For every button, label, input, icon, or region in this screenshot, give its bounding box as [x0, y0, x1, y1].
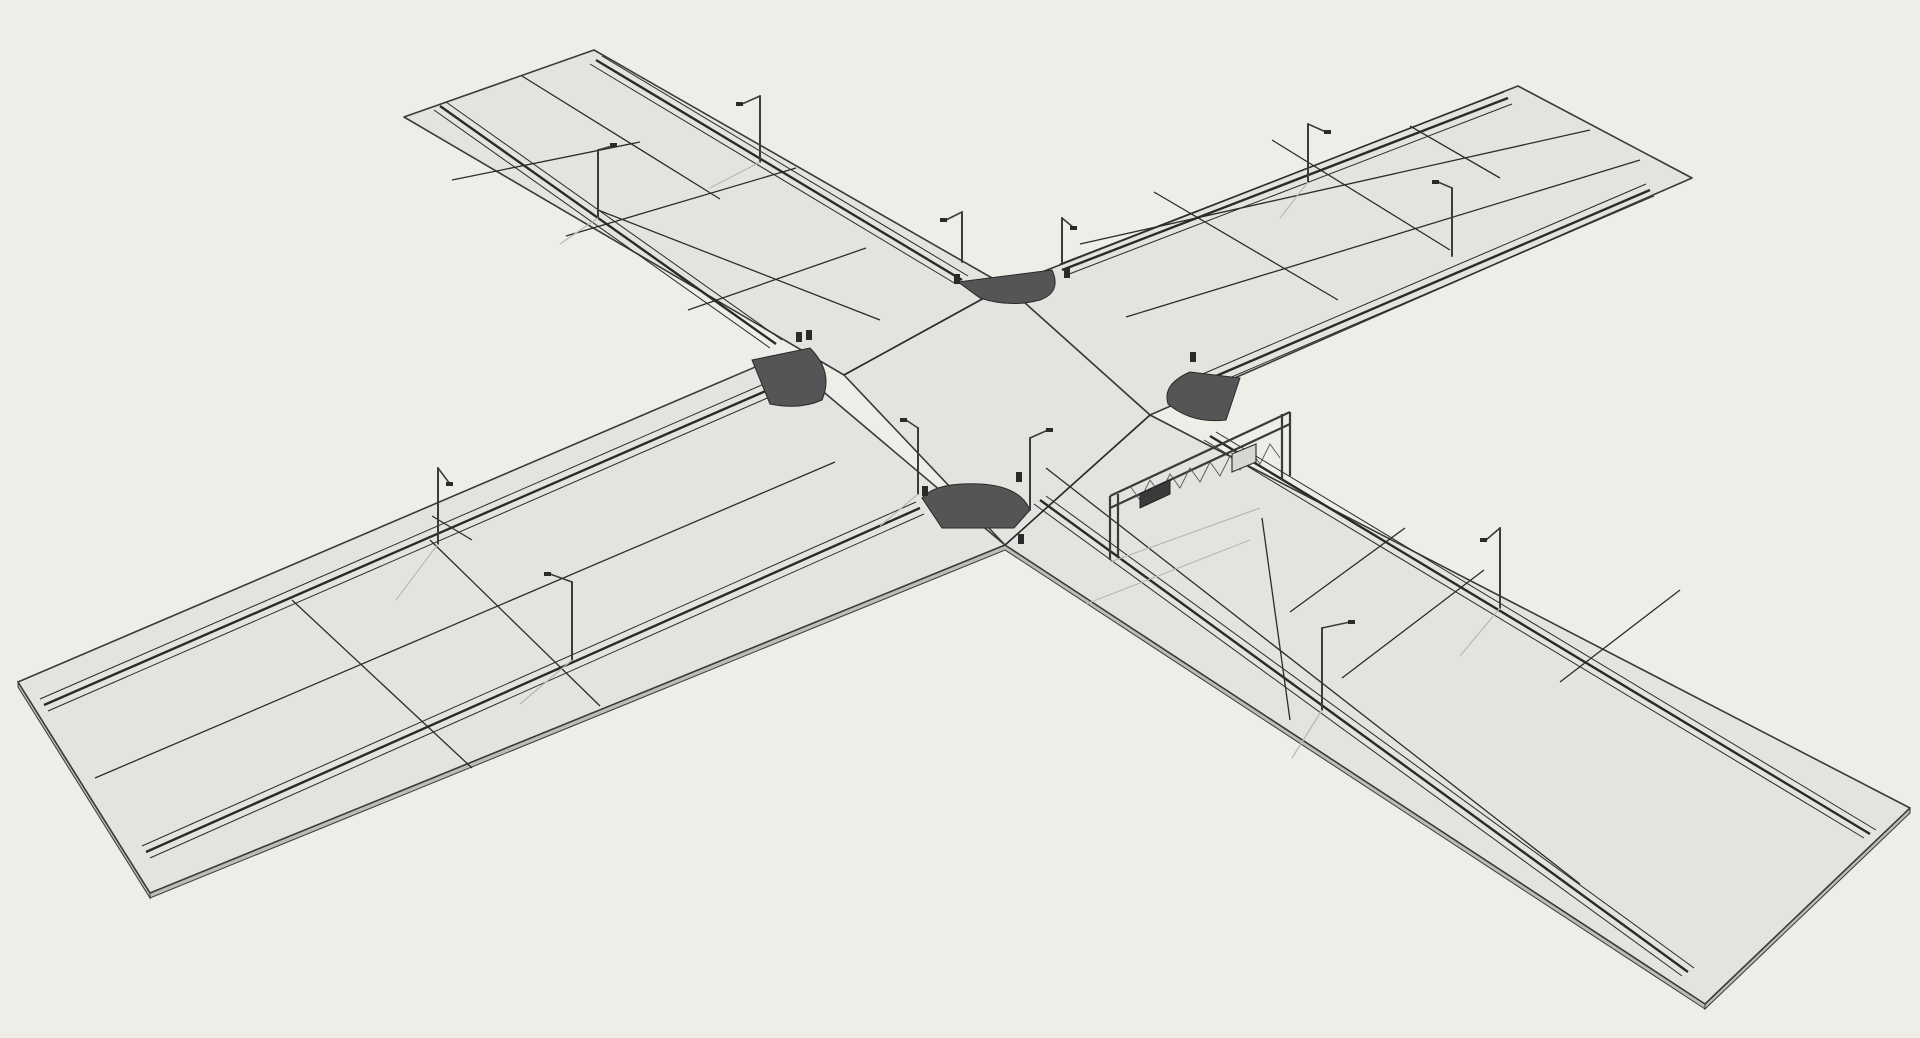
street-lamp-icon — [1279, 123, 1331, 219]
nw-arm-road — [403, 49, 1007, 376]
traffic-signal-icon — [1190, 352, 1196, 362]
street-lamp-icon — [559, 143, 617, 245]
traffic-signal-icon — [922, 486, 928, 496]
traffic-signal-icon — [1064, 268, 1070, 278]
sign-gantry-icon — [1085, 411, 1292, 605]
traffic-signal-icon — [796, 332, 802, 342]
segment-seams — [94, 75, 1681, 885]
street-lamp-icon — [1029, 428, 1053, 511]
corner-plaza-east — [1166, 371, 1241, 422]
street-lamp-icon — [940, 211, 963, 263]
corner-plaza-north — [956, 269, 1056, 304]
street-lamp-icon — [1291, 620, 1355, 759]
street-lamp-icon — [395, 467, 453, 601]
street-lamp-icon — [709, 95, 761, 189]
ne-arm-road — [1005, 85, 1693, 416]
traffic-signals — [796, 268, 1196, 544]
corner-plazas — [751, 269, 1241, 529]
road-surfaces — [17, 49, 1911, 1005]
street-lamps — [395, 95, 1501, 759]
traffic-signal-icon — [806, 330, 812, 340]
traffic-signal-icon — [1016, 472, 1022, 482]
gantry-sign-left — [1139, 479, 1171, 509]
street-lamp-icon — [1459, 527, 1501, 657]
street-lamp-icon — [519, 572, 573, 705]
street-lamp-icon — [879, 418, 919, 527]
gantry-sign-right — [1231, 443, 1257, 473]
street-lamp-icon — [1061, 217, 1077, 263]
corner-plaza-west — [751, 347, 827, 407]
traffic-signal-icon — [954, 274, 960, 284]
street-lamp-icon — [1432, 180, 1453, 257]
traffic-signal-icon — [1018, 534, 1024, 544]
median-rails — [39, 55, 1877, 977]
sw-arm-road — [17, 355, 1006, 894]
